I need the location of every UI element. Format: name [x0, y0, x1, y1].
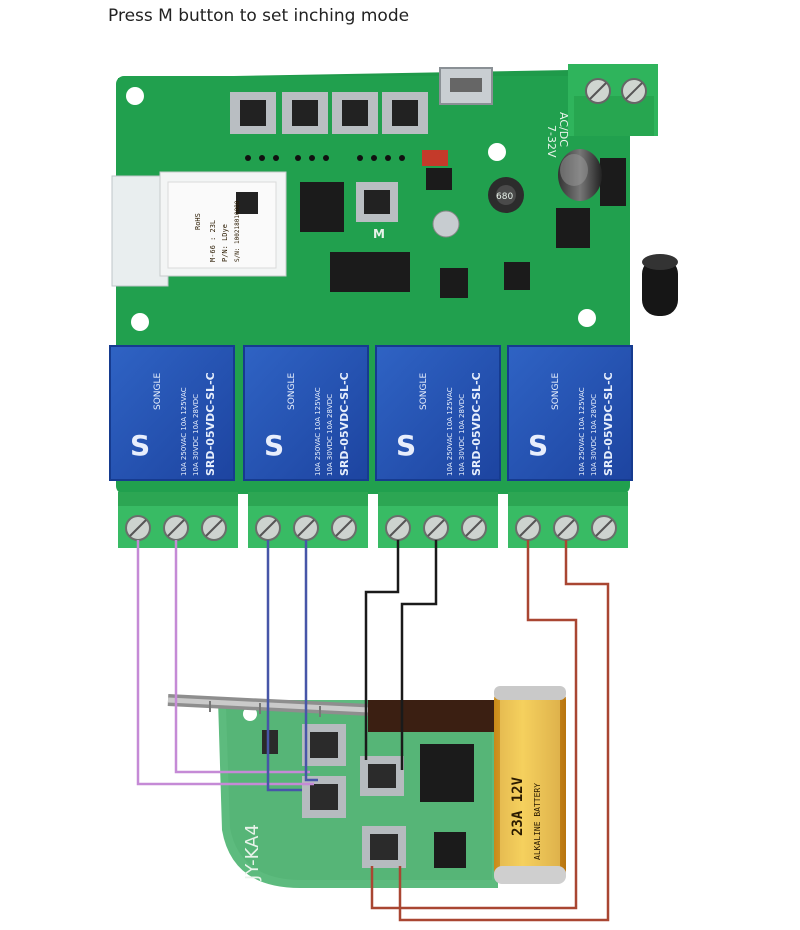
module-pn-text: P/N: LDye: [221, 224, 229, 262]
relay-2-model: SRD-05VDC-SL-C: [338, 372, 351, 476]
relay-4-brand: SONGLE: [551, 372, 561, 410]
relay-3-terminal: [378, 492, 498, 548]
relay-1-model: SRD-05VDC-SL-C: [204, 372, 217, 476]
acdc-label: AC/DC: [557, 112, 570, 147]
relay-1: [109, 345, 235, 481]
relay-logos: S S S S: [130, 429, 548, 462]
relay-3-rating: 10A 250VAC 10A 125VAC: [446, 387, 454, 476]
svg-text:S: S: [264, 429, 284, 462]
remote-buttons: [302, 724, 406, 868]
electrolytic-capacitor: [558, 149, 602, 201]
antenna-coil: [642, 254, 678, 316]
mounting-hole: [578, 309, 596, 327]
mounting-hole: [131, 313, 149, 331]
relay-3: [375, 345, 501, 481]
svg-text:S: S: [130, 429, 150, 462]
module-model-text: M-66 : 23L: [209, 220, 217, 262]
ic-chips: [300, 150, 626, 298]
top-tact-buttons: [230, 92, 428, 134]
wire-relay-2: [266, 540, 318, 792]
remote-ics: [262, 730, 474, 868]
m-button-label: M: [373, 227, 385, 241]
relay-2-terminal: [248, 492, 368, 548]
header-pads: [245, 155, 405, 161]
svg-text:S: S: [528, 429, 548, 462]
mounting-hole: [126, 87, 144, 105]
wire-relay-4: [370, 540, 610, 922]
svg-text:S: S: [396, 429, 416, 462]
relay-4-rating-dc: 10A 30VDC 10A 28VDC: [590, 394, 598, 476]
inductor: [488, 177, 524, 213]
relay-1-rating-dc: 10A 30VDC 10A 28VDC: [192, 394, 200, 476]
instruction-caption: Press M button to set inching mode: [108, 6, 410, 26]
relay-4-model: SRD-05VDC-SL-C: [602, 372, 615, 476]
battery-brand-label: ALKALINE BATTERY: [533, 783, 542, 860]
power-voltage-label: 7-32V: [545, 125, 558, 158]
relay-4-terminal: [508, 492, 628, 548]
relay-2-rating: 10A 250VAC 10A 125VAC: [314, 387, 322, 476]
relay-3-model: SRD-05VDC-SL-C: [470, 372, 483, 476]
relay-1-rating: 10A 250VAC 10A 125VAC: [180, 387, 188, 476]
relay-3-rating-dc: 10A 30VDC 10A 28VDC: [458, 394, 466, 476]
remote-antenna: [167, 694, 496, 732]
battery-23a: [494, 686, 566, 884]
relay-4: [507, 345, 633, 481]
crystal: [432, 210, 460, 238]
battery-voltage-label: 23A 12V: [510, 776, 526, 836]
relay-1-terminal: [118, 492, 238, 548]
m-button[interactable]: [356, 182, 398, 222]
relay-3-brand: SONGLE: [419, 372, 429, 410]
relay-4-rating: 10A 250VAC 10A 125VAC: [578, 387, 586, 476]
wire-relay-3: [364, 540, 438, 770]
inductor-label: 680: [496, 192, 513, 202]
relay-1-brand: SONGLE: [153, 372, 163, 410]
remote-model-label: JY-KA4: [242, 824, 263, 881]
usb-port: [439, 67, 493, 105]
module-rohs-text: RoHS: [194, 213, 202, 230]
module-sn-text: S/N: 100218010080: [234, 200, 241, 262]
wifi-module: [111, 171, 287, 287]
mounting-hole: [488, 143, 506, 161]
relay-2: [243, 345, 369, 481]
power-terminal-block: [568, 64, 658, 136]
relay-2-rating-dc: 10A 30VDC 10A 28VDC: [326, 394, 334, 476]
relay-2-brand: SONGLE: [287, 372, 297, 410]
wire-relay-1: [136, 540, 314, 786]
